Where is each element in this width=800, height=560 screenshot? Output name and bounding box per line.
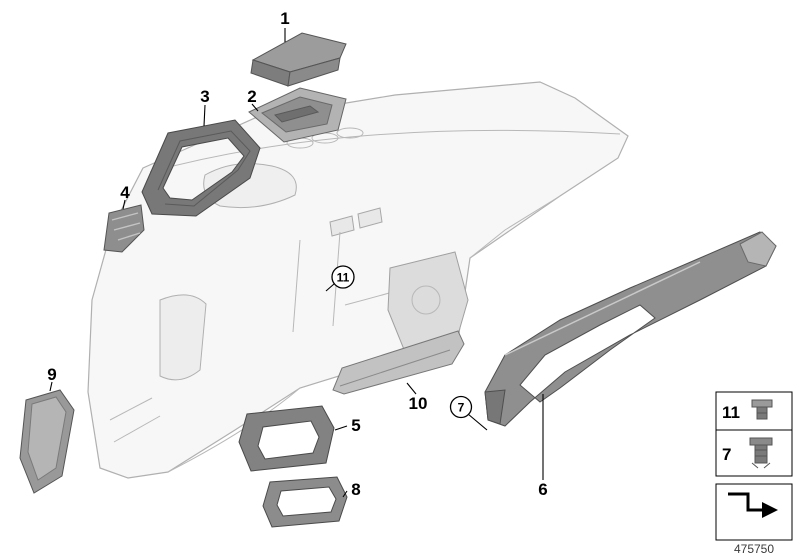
leader-8 xyxy=(342,490,348,498)
leader-lines xyxy=(49,28,544,498)
part-2-cover xyxy=(248,87,347,143)
part-6-dash-trim xyxy=(484,231,777,427)
callout-10[interactable]: 10 xyxy=(409,394,428,413)
leader-3 xyxy=(203,104,206,127)
callout-11-label: 11 xyxy=(337,271,350,285)
top-speaker-hole-3 xyxy=(336,127,364,139)
callout-8[interactable]: 8 xyxy=(351,480,360,499)
heater-unit-detail xyxy=(411,285,441,315)
part-5-center-frame xyxy=(238,405,335,472)
part-6-left-bracket xyxy=(484,389,506,425)
center-vent-right xyxy=(357,207,383,229)
reference-arrow-icon xyxy=(728,492,778,518)
clip-icon-small xyxy=(751,399,773,420)
callouts: 1 2 3 4 9 5 8 10 6 7 11 xyxy=(47,9,547,499)
legend-row-7[interactable]: 7 xyxy=(722,437,773,469)
reference-arrow-box[interactable] xyxy=(715,483,793,541)
callout-3[interactable]: 3 xyxy=(200,87,209,106)
part-3-frame xyxy=(141,119,261,217)
hatch-line-1 xyxy=(109,397,153,421)
center-vent-left xyxy=(329,215,355,237)
part-8-frame xyxy=(262,476,348,528)
legend-row-11[interactable]: 11 xyxy=(722,399,773,422)
part-1-speaker-cover xyxy=(250,32,347,87)
part-3-inner-edge xyxy=(157,130,251,207)
arrow-box-frame xyxy=(715,483,793,541)
callout-4[interactable]: 4 xyxy=(120,183,130,202)
legend-11-label: 11 xyxy=(722,403,740,422)
leader-7 xyxy=(467,413,488,431)
steering-column xyxy=(159,294,207,381)
leader-11 xyxy=(325,283,335,292)
part-6-top-highlight xyxy=(504,261,701,356)
part-6-end-cap xyxy=(739,231,777,267)
hatch-line-2 xyxy=(113,415,161,443)
part-3-cluster-surround xyxy=(141,119,261,217)
part-5-frame xyxy=(238,405,335,472)
callout-1[interactable]: 1 xyxy=(280,9,289,28)
right-inner-edge xyxy=(469,195,561,259)
leader-2 xyxy=(251,103,259,112)
part-number: 475750 xyxy=(734,542,774,556)
callout-6[interactable]: 6 xyxy=(538,480,547,499)
callout-11-circle xyxy=(331,265,355,289)
leader-4 xyxy=(122,199,126,210)
leader-5 xyxy=(334,425,348,431)
clip-icon-large xyxy=(749,437,773,469)
part-10-trim-strip xyxy=(332,330,465,395)
callout-7-label: 7 xyxy=(458,401,465,415)
part-2-slot xyxy=(274,105,320,123)
part-4-outline xyxy=(103,204,145,253)
callout-5[interactable]: 5 xyxy=(351,416,360,435)
part-10-outline xyxy=(332,330,465,395)
part-9-side-panel xyxy=(19,389,75,494)
callout-2[interactable]: 2 xyxy=(247,87,256,106)
callout-11-circled[interactable]: 11 xyxy=(331,265,355,289)
leader-9 xyxy=(49,381,53,392)
center-stack-line-1 xyxy=(292,239,301,333)
callout-7-circled[interactable]: 7 xyxy=(449,395,473,419)
callout-7-circle xyxy=(449,395,473,419)
leader-10 xyxy=(406,382,417,395)
part-1-side-facet xyxy=(287,57,341,87)
part-9-face xyxy=(27,396,67,481)
callout-9[interactable]: 9 xyxy=(47,365,56,384)
legend-box: 11 7 475750 xyxy=(715,391,793,556)
legend-7-label: 7 xyxy=(722,445,731,464)
dashboard-top-ridge xyxy=(149,129,621,173)
part-4-slats xyxy=(111,212,141,241)
part-8-lower-frame xyxy=(262,476,348,528)
part-10-edge-line xyxy=(339,349,451,387)
part-4-corner-vent xyxy=(103,204,145,253)
